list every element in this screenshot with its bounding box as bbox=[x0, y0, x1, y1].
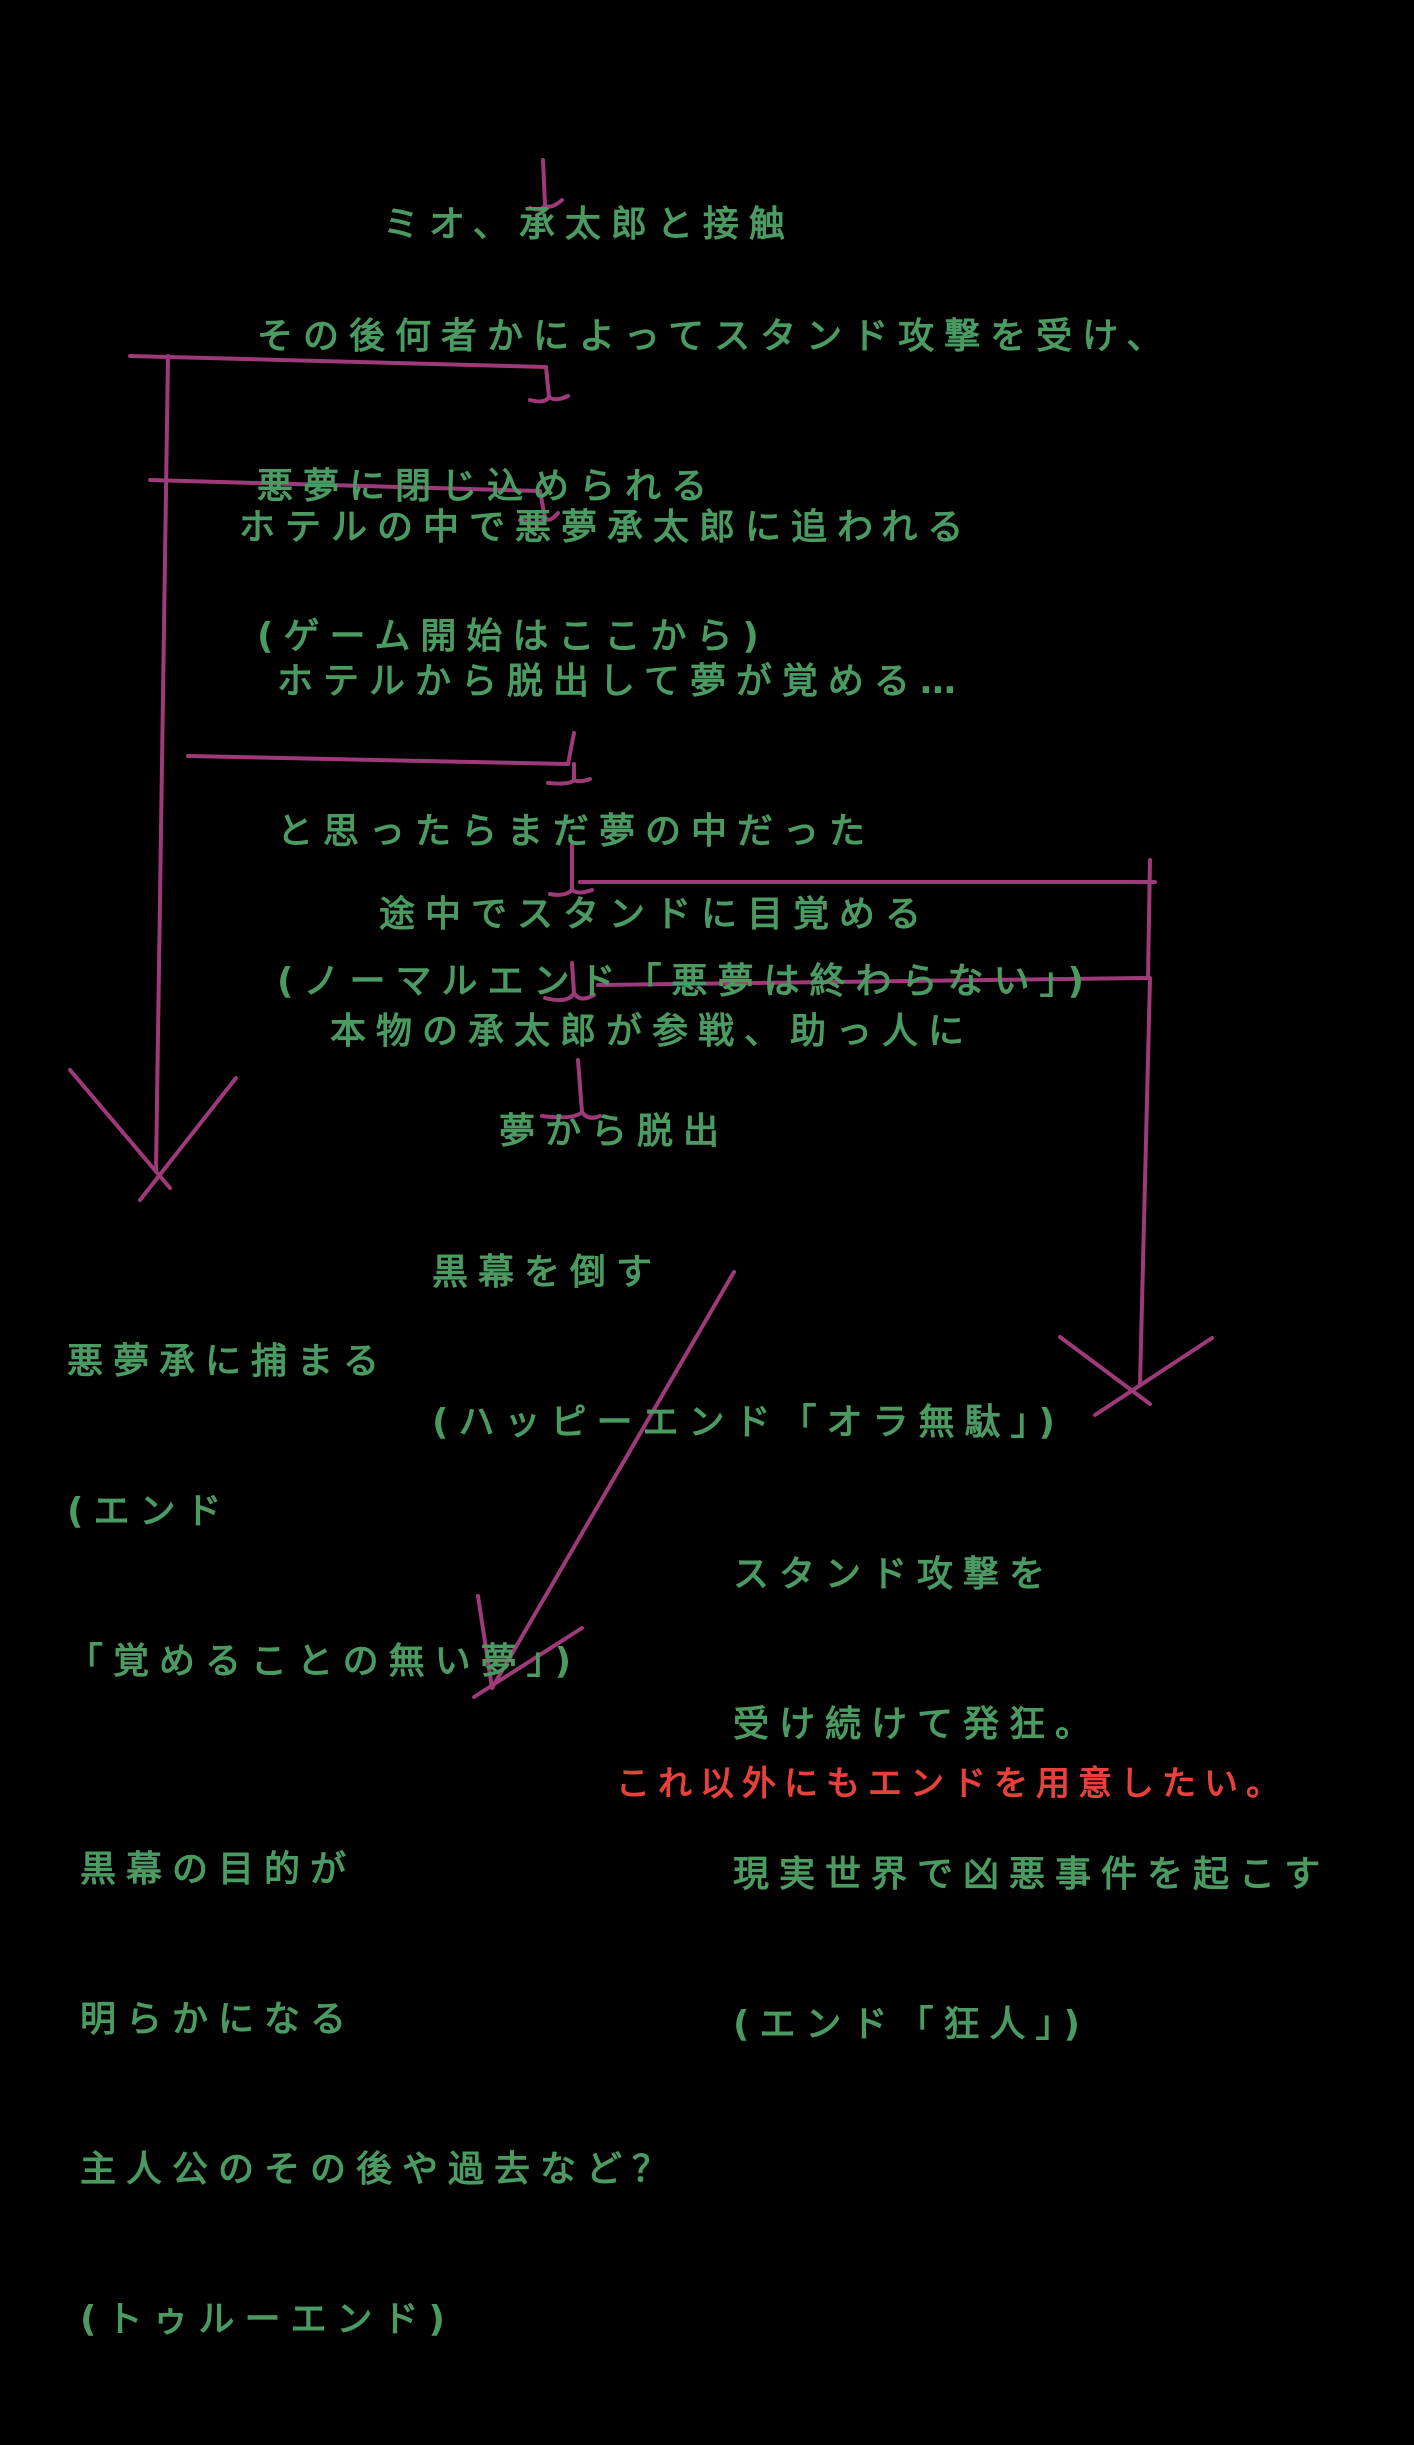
arrow-to-awaken bbox=[186, 731, 592, 786]
arrow-contact-to-attacked bbox=[528, 158, 564, 212]
node-contact: ミオ、承太郎と接触 bbox=[383, 100, 795, 350]
node-awaken: 途中でスタンドに目覚める bbox=[379, 790, 931, 1040]
node-madman-end-line: (エンド「狂人」) bbox=[733, 2004, 1090, 2045]
arrow-left-to-captured bbox=[68, 354, 238, 1202]
node-true-end: 黒幕の目的が 明らかになる 主人公のその後や過去など？ (トゥルーエンド) bbox=[80, 1745, 678, 2445]
flow-arrows bbox=[68, 158, 1214, 1699]
arrow-awaken-to-jotaro bbox=[548, 843, 594, 897]
node-normal-end: ホテルから脱出して夢が覚める… と思ったらまだ夢の中だった (ノーマルエンド「悪… bbox=[277, 557, 1094, 1107]
node-captured-end-line: (エンド bbox=[67, 1491, 232, 1532]
node-attacked: その後何者かによってスタンド攻撃を受け、 悪夢に閉じ込められる (ゲーム開始はこ… bbox=[257, 212, 1172, 762]
node-happy-end-line: (ハッピーエンド「オラ無駄」) bbox=[432, 1402, 1065, 1443]
node-contact-line: ミオ、承太郎と接触 bbox=[383, 204, 795, 245]
node-normal-end-line: と思ったらまだ夢の中だった bbox=[277, 811, 876, 852]
arrow-attacked-to-chased bbox=[128, 354, 570, 404]
node-true-end-line: 黒幕の目的が bbox=[80, 1849, 357, 1890]
arrow-happy-to-true bbox=[472, 1270, 736, 1699]
node-attacked-line: その後何者かによってスタンド攻撃を受け、 bbox=[257, 316, 1173, 357]
node-madman-end-line: 受け続けて発狂。 bbox=[733, 1704, 1102, 1745]
note-more-endings: これ以外にもエンドを用意したい。 bbox=[616, 1764, 1288, 1804]
arrow-jotaro-to-escape bbox=[543, 961, 596, 1003]
diagram-canvas: ミオ、承太郎と接触 その後何者かによってスタンド攻撃を受け、 悪夢に閉じ込められ… bbox=[67, 100, 1331, 2340]
node-chased: ホテルの中で悪夢承太郎に追われる bbox=[239, 403, 973, 653]
node-attacked-line: (ゲーム開始はここから) bbox=[257, 616, 769, 657]
arrow-right-to-madman bbox=[578, 858, 1214, 1417]
node-captured-end-line: 悪夢承に捕まる bbox=[67, 1341, 390, 1382]
node-happy-end-line: 黒幕を倒す bbox=[432, 1252, 663, 1293]
node-true-end-line: 主人公のその後や過去など？ bbox=[80, 2149, 679, 2190]
node-jotaro-joins-line: 本物の承太郎が参戦、助っ人に bbox=[330, 1011, 975, 1052]
node-captured-end: 悪夢承に捕まる (エンド 「覚めることの無い夢」) bbox=[67, 1237, 581, 1787]
node-awaken-line: 途中でスタンドに目覚める bbox=[379, 894, 932, 935]
node-normal-end-line: ホテルから脱出して夢が覚める… bbox=[277, 661, 966, 702]
node-escape: 夢から脱出 bbox=[499, 1007, 729, 1257]
arrow-chased-to-normal-end bbox=[148, 478, 560, 525]
node-madman-end-line: スタンド攻撃を bbox=[733, 1554, 1056, 1595]
arrow-escape-to-happy bbox=[540, 1058, 602, 1120]
node-normal-end-line: (ノーマルエンド「悪夢は終わらない」) bbox=[277, 961, 1094, 1002]
node-jotaro-joins: 本物の承太郎が参戦、助っ人に bbox=[330, 907, 974, 1157]
node-captured-end-line: 「覚めることの無い夢」) bbox=[67, 1641, 582, 1682]
node-madman-end-line: 現実世界で凶悪事件を起こす bbox=[733, 1854, 1331, 1895]
node-attacked-line: 悪夢に閉じ込められる bbox=[257, 466, 718, 507]
node-true-end-line: (トゥルーエンド) bbox=[80, 2299, 455, 2340]
node-escape-line: 夢から脱出 bbox=[499, 1111, 730, 1152]
node-true-end-line: 明らかになる bbox=[80, 1999, 357, 2040]
node-chased-line: ホテルの中で悪夢承太郎に追われる bbox=[239, 507, 974, 548]
node-happy-end: 黒幕を倒す (ハッピーエンド「オラ無駄」) bbox=[432, 1148, 1065, 1548]
